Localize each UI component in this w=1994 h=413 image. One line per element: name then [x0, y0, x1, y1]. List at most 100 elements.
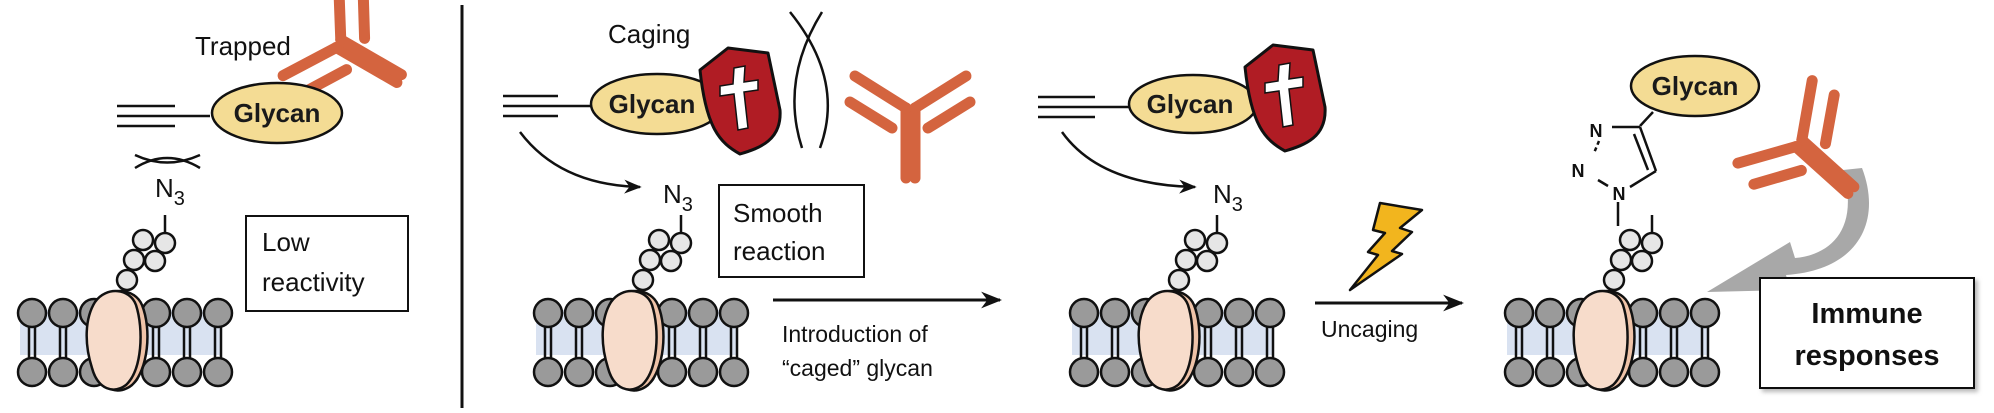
antibody-arm [357, 0, 371, 44]
lipid-head [1099, 356, 1131, 388]
sugar-bead [669, 231, 693, 255]
introduction-caption-line1: Introduction of [782, 321, 928, 347]
lipid-head [1068, 356, 1100, 388]
antibody-arm [1819, 89, 1840, 150]
lipid-head [532, 297, 564, 329]
glycan-label: Glycan [609, 89, 696, 119]
lipid-head [1099, 297, 1131, 329]
triazole-n3: N [1613, 184, 1626, 204]
panel-caged: Glycan N3 Uncaging [1038, 43, 1465, 392]
lipid-head [1503, 356, 1535, 388]
antibody-stem [330, 41, 403, 88]
lipid-head [1503, 297, 1535, 329]
sugar-bead [1618, 228, 1642, 252]
triazole-ring [1592, 111, 1658, 226]
sugar-bead [1174, 248, 1198, 272]
lightning-bolt-icon [1348, 201, 1424, 292]
lipid-head [140, 356, 172, 388]
immune-responses-box [1759, 277, 1975, 389]
glycan-node [1629, 54, 1761, 118]
lipid-head [16, 297, 48, 329]
panel-trapped: Trapped Glycan N3 Low reactivity [16, 0, 409, 392]
lipid-head [1627, 356, 1659, 388]
lipid-head [1658, 297, 1690, 329]
lipid-head [563, 297, 595, 329]
antibody-icon [1732, 75, 1860, 199]
cross-symbol [719, 65, 759, 131]
lipid-head [47, 356, 79, 388]
immune-responses-line2: responses [1794, 340, 1939, 372]
sugar-bead [153, 231, 177, 255]
uncaging-caption: Uncaging [1321, 316, 1418, 342]
lipid-head [1223, 356, 1255, 388]
antibody-arm [844, 96, 898, 134]
low-reactivity-box [245, 215, 409, 312]
smooth-reaction-line1: Smooth [733, 198, 823, 228]
azide-label: N3 [663, 179, 693, 216]
alkyne-triple-bond-icon [503, 94, 592, 118]
sugar-bead [1195, 249, 1219, 273]
lipid-head [656, 356, 688, 388]
lipid-head [532, 356, 564, 388]
triazole-n2: N [1572, 161, 1585, 181]
lipid-head [171, 297, 203, 329]
panel-uncaged: Glycan N N N Immune responses [1503, 54, 1975, 392]
triazole-n1: N [1590, 121, 1603, 141]
low-reactivity-line1: Low [262, 227, 310, 257]
lipid-head [202, 356, 234, 388]
antibody-icon [844, 70, 976, 184]
repulsion-icon [789, 11, 830, 149]
repulsion-icon [134, 153, 201, 170]
sugar-bead [143, 249, 167, 273]
membrane-protein [1137, 289, 1194, 391]
low-reactivity-line2: reactivity [262, 267, 365, 297]
lipid-head [1068, 297, 1100, 329]
lipid-head [1534, 297, 1566, 329]
lipid-head [563, 356, 595, 388]
sugar-bead [1640, 231, 1664, 255]
cell-membrane-icon [532, 215, 750, 392]
antibody-arm [1796, 75, 1818, 146]
azide-label: N3 [155, 173, 185, 210]
immune-responses-line1: Immune [1811, 298, 1922, 330]
glycan-label: Glycan [1652, 71, 1739, 101]
antibody-stem [1796, 134, 1860, 193]
alkyne-triple-bond-icon [1038, 95, 1130, 119]
sugar-bead [638, 248, 662, 272]
caging-label: Caging [608, 19, 690, 49]
lipid-head [1658, 356, 1690, 388]
lipid-head [1689, 297, 1721, 329]
lipid-head [687, 356, 719, 388]
sugar-bead [1167, 268, 1191, 292]
shield-cross-icon [1243, 43, 1327, 153]
lipid-head [718, 356, 750, 388]
antibody-stem [1790, 141, 1854, 199]
sugar-bead [1183, 228, 1207, 252]
curved-arrow [1060, 131, 1197, 194]
membrane-protein [1572, 289, 1629, 391]
glycan-label: Glycan [234, 98, 321, 128]
lipid-head [1254, 356, 1286, 388]
cross-symbol [1264, 62, 1304, 128]
antibody-arm [1748, 164, 1807, 190]
lipid-head [202, 297, 234, 329]
lipid-head [1254, 297, 1286, 329]
smooth-reaction-box [718, 184, 865, 278]
trapped-label: Trapped [195, 31, 291, 61]
lipid-head [718, 297, 750, 329]
sugar-bead [659, 249, 683, 273]
curved-arrow [519, 131, 642, 194]
membrane-protein [601, 289, 658, 391]
lipid-head [1534, 356, 1566, 388]
sugar-bead [1609, 248, 1633, 272]
panel-caging: Caging Glycan N3 Smooth reaction Introdu… [503, 11, 1003, 392]
lipid-head [47, 297, 79, 329]
sugar-bead [1205, 231, 1229, 255]
cell-membrane-icon [16, 215, 234, 392]
sugar-bead [1630, 249, 1654, 273]
glycan-label: Glycan [1147, 89, 1234, 119]
azide-label: N3 [1213, 179, 1243, 216]
shield-cross-icon [698, 46, 782, 156]
membrane-protein [85, 289, 142, 391]
